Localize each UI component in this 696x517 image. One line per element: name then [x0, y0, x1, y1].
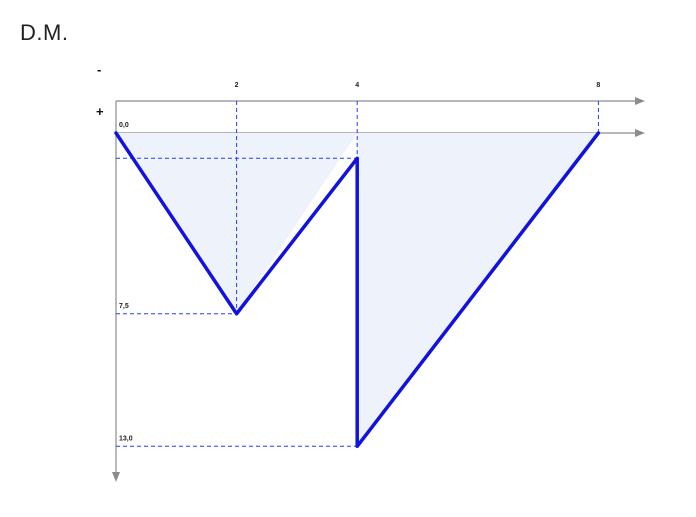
moment-polyline: [114, 131, 601, 449]
x-tick-label-2: 2: [235, 82, 239, 89]
moment-lines: [114, 131, 601, 449]
top-axis-arrowhead: [635, 97, 645, 105]
y-value-label-13-0: 13,0: [119, 435, 133, 442]
x-tick-label-4: 4: [355, 82, 359, 89]
y-value-label-0-0: 0,0: [119, 122, 129, 129]
positive-sign: +: [96, 104, 104, 119]
axis-labels: 2 4 8 0,0 7,5 13,0: [119, 82, 600, 442]
vertical-axis-arrowhead: [112, 472, 120, 482]
diagram-title: D.M.: [20, 20, 69, 45]
negative-sign: -: [97, 62, 101, 77]
baseline-axis-arrowhead: [635, 129, 645, 137]
y-value-label-7-5: 7,5: [119, 303, 129, 310]
x-tick-label-8: 8: [596, 82, 600, 89]
